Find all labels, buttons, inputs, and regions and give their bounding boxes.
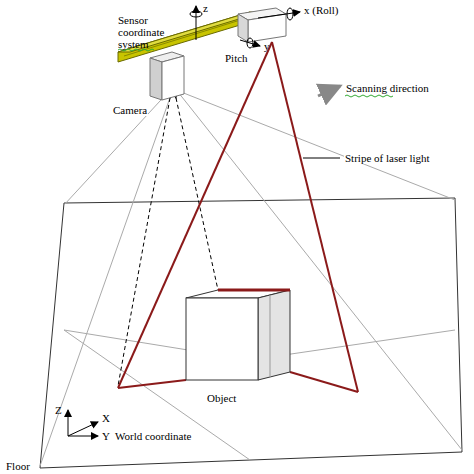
object-cube (186, 290, 290, 380)
axis-label: y (264, 40, 270, 52)
axis-label: z (203, 2, 208, 14)
axis-label: Z (55, 404, 62, 416)
sensor-frame-label: Sensor coordinate system (118, 14, 180, 50)
part-label: Object (206, 392, 237, 404)
frame-label: World coordinate (114, 430, 192, 442)
world-axes (68, 410, 98, 436)
laser-housing (238, 8, 286, 42)
axis-label: Pitch (224, 52, 249, 64)
part-label: Camera (112, 104, 148, 116)
laser-plane (118, 42, 358, 392)
floor-plane (40, 198, 462, 468)
direction-label: Scanning direction (346, 82, 429, 94)
camera-view-lines (40, 88, 462, 466)
part-label: Floor (6, 460, 30, 472)
leader-line (303, 158, 340, 159)
part-label: Stripe of laser light (344, 152, 431, 164)
axis-label: Y (102, 430, 110, 442)
scan-arrow (318, 86, 340, 96)
camera-body (150, 52, 184, 100)
axis-label: X (102, 412, 110, 424)
axis-label: x (Roll) (304, 4, 339, 16)
